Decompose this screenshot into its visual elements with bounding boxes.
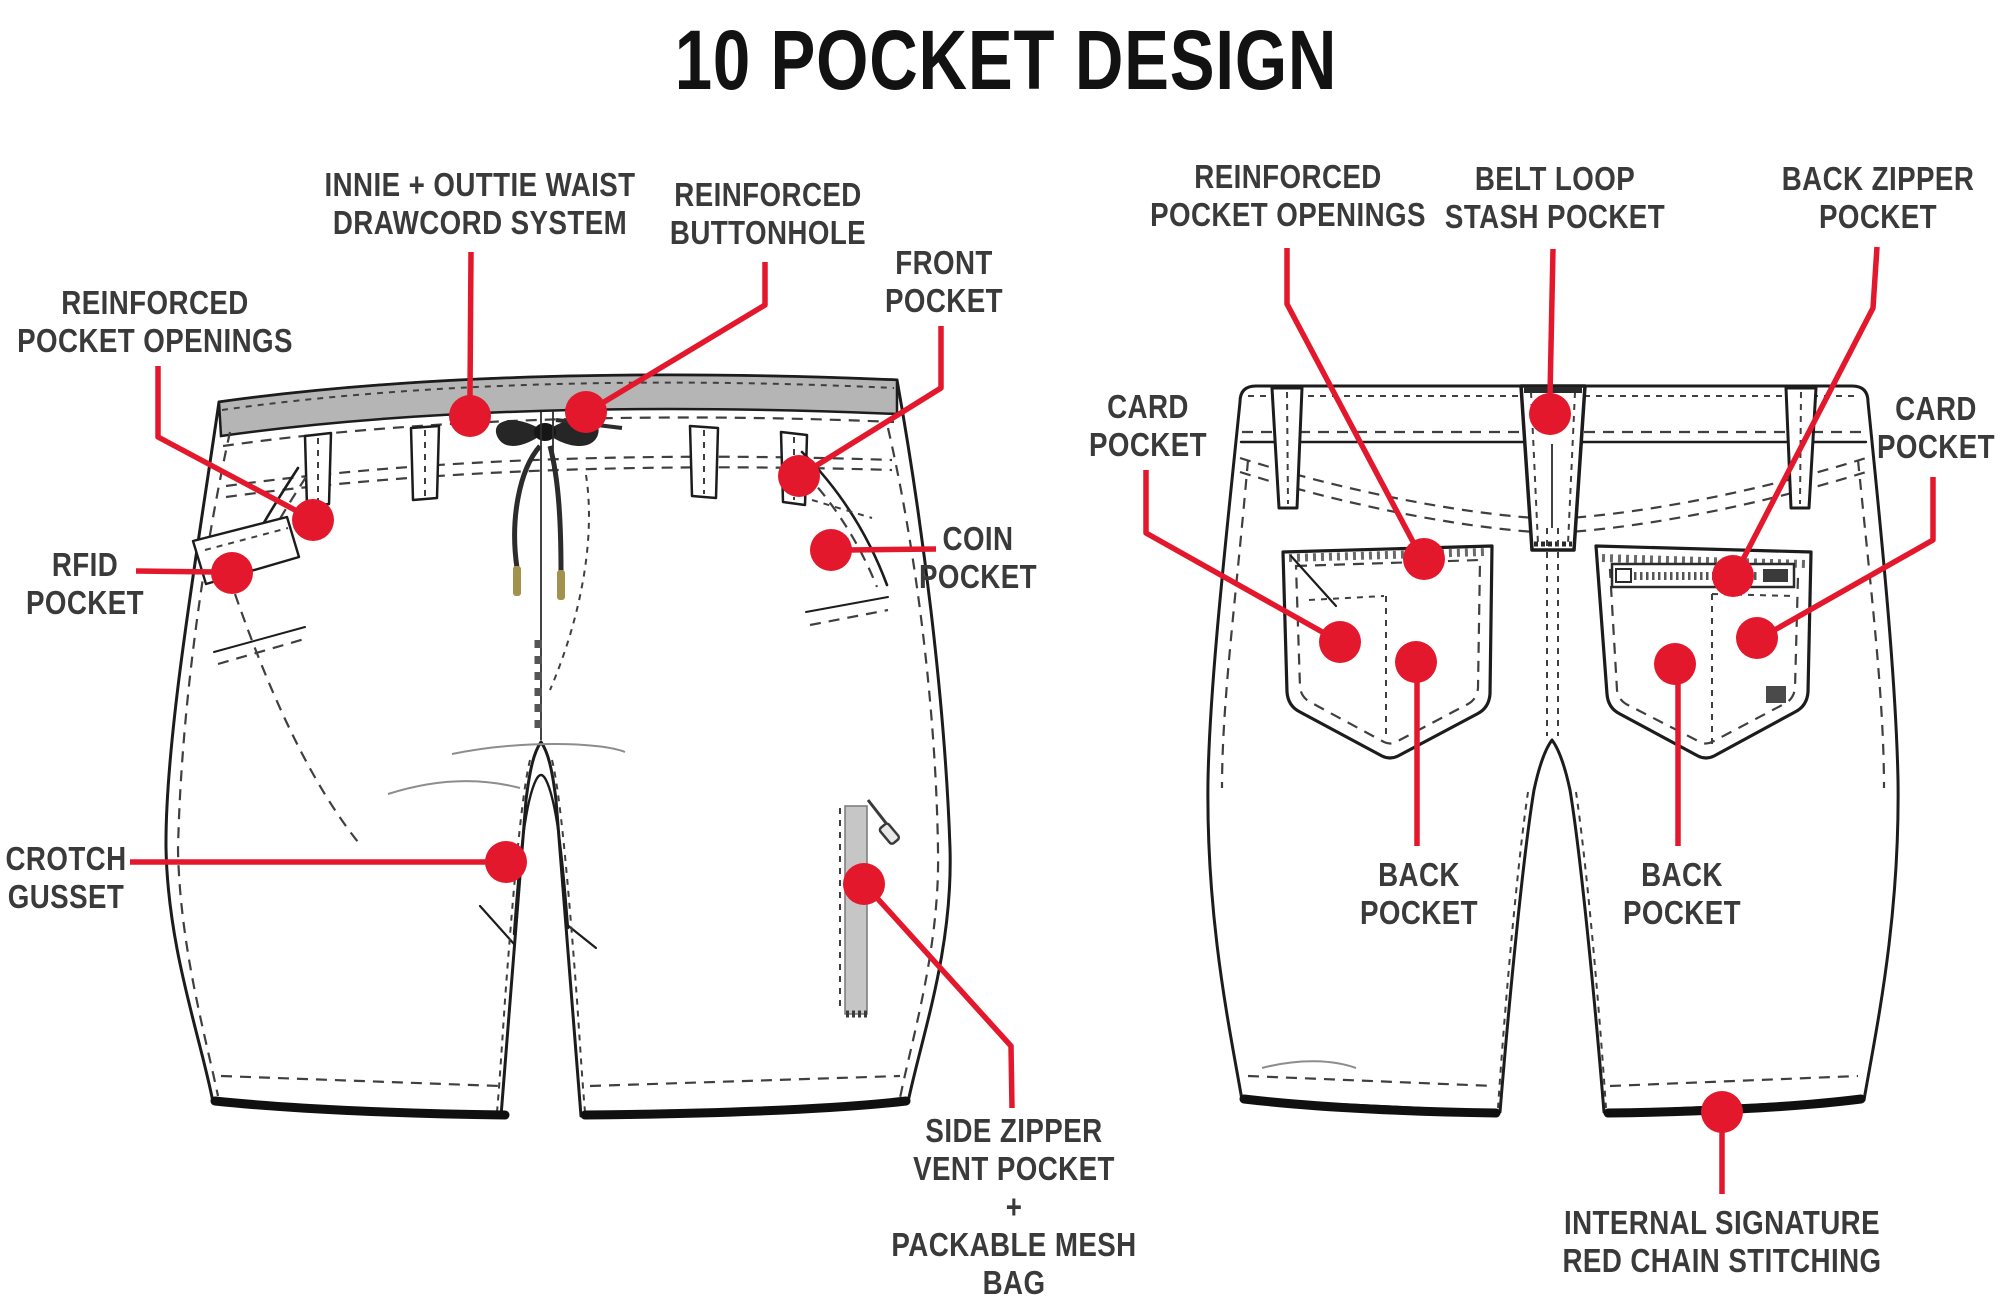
callout-line-coin-pocket: [848, 546, 937, 553]
back-left-patch-pocket: [1281, 544, 1494, 760]
back-zipper-detail: [1610, 562, 1796, 589]
pocket-logo-patch: [1766, 686, 1786, 703]
front-right-side-seam: [886, 427, 940, 1099]
callout-line-card-pocket-back-left: [1143, 470, 1335, 641]
callout-dot-card-pocket-back-left: [1319, 621, 1361, 663]
back-center-seam: [1497, 444, 1607, 1109]
callout-dot-reinforced-pocket-openings-back: [1403, 538, 1445, 580]
back-left-side-seam: [1220, 459, 1250, 789]
callout-line-belt-loop-stash-pocket: [1547, 248, 1556, 397]
front-hems: [210, 1074, 911, 1120]
back-right-side-seam: [1856, 459, 1886, 789]
callout-dot-internal-signature-red-chain-stitching: [1701, 1091, 1743, 1133]
callout-line-innie-outtie-waist-drawcord-system: [467, 251, 474, 397]
callout-line-front-pocket: [804, 326, 944, 475]
callout-dot-innie-outtie-waist-drawcord-system: [449, 395, 491, 437]
callout-dot-back-pocket-right: [1654, 643, 1696, 685]
callout-dot-side-zipper-vent-pocket-packable-mesh-bag: [843, 863, 885, 905]
back-hem-wrinkle: [1261, 1060, 1357, 1069]
callout-layer: [130, 246, 1936, 1194]
callout-dot-back-zipper-pocket: [1712, 555, 1754, 597]
front-knee-wrinkle: [387, 780, 521, 795]
callout-dot-rfid-pocket: [211, 552, 253, 594]
front-side-zipper-vent: [839, 799, 901, 1018]
callout-line-reinforced-pocket-openings-front: [155, 366, 312, 521]
callout-line-back-zipper-pocket: [1734, 246, 1880, 573]
callout-line-rfid-pocket: [135, 568, 217, 575]
back-yoke-seam: [1239, 456, 1867, 535]
callout-dot-belt-loop-stash-pocket: [1529, 393, 1571, 435]
callout-dot-front-pocket: [778, 455, 820, 497]
shorts-back-view-illustration: [1206, 384, 1900, 1118]
callout-dot-crotch-gusset: [485, 841, 527, 883]
front-drawcord: [495, 418, 623, 600]
callout-dot-reinforced-buttonhole: [565, 391, 607, 433]
callout-dot-back-pocket-left: [1395, 641, 1437, 683]
front-crotch-gusset: [451, 743, 626, 1113]
callout-dot-reinforced-pocket-openings-front: [292, 499, 334, 541]
callout-line-reinforced-buttonhole: [592, 262, 768, 411]
front-belt-loops: [303, 424, 809, 509]
front-fly-seam: [534, 411, 590, 740]
callout-line-card-pocket-back-right: [1762, 477, 1936, 639]
callout-dot-coin-pocket: [810, 529, 852, 571]
page-title: 10 POCKET DESIGN: [674, 13, 1338, 107]
callout-dot-card-pocket-back-right: [1736, 617, 1778, 659]
shorts-front-view-illustration: [164, 373, 952, 1120]
callout-line-side-zipper-vent-pocket-packable-mesh-bag: [865, 886, 1015, 1109]
callout-line-reinforced-pocket-openings-back: [1284, 248, 1423, 557]
